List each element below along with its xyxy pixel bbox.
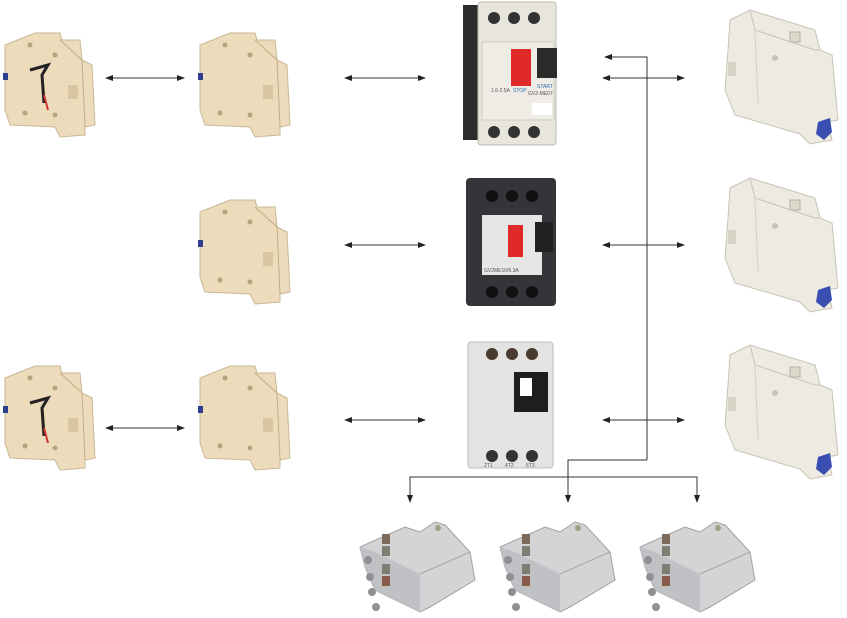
motor-breaker-1: STOP START 1.6-2.5A GV2-ME07 <box>463 1 557 146</box>
side-contact-left-top <box>3 33 95 137</box>
motor-breaker-3: 2T1 4T2 6T3 <box>467 341 554 469</box>
terminal-label: 4T2 <box>505 463 514 469</box>
side-contact-mid-bottom <box>197 365 291 471</box>
terminal-label: 2T1 <box>484 463 493 469</box>
side-contact-mid-middle <box>197 199 291 305</box>
side-contact-left-bottom <box>3 366 95 470</box>
stop-label: STOP <box>513 88 527 94</box>
front-contact-block-3 <box>639 521 756 613</box>
current-range-label: 1.6-2.5A <box>491 88 511 94</box>
connector-arrow <box>407 476 700 503</box>
start-label: START <box>537 84 553 90</box>
model-label: GV2ME10/6.3A <box>484 268 519 274</box>
connector-arrow <box>604 54 648 460</box>
connector-arrow <box>565 459 647 503</box>
side-contact-right-middle <box>724 177 839 313</box>
side-contact-mid-top <box>197 32 291 138</box>
side-contact-right-top <box>724 9 839 145</box>
motor-breaker-2: GV2ME10/6.3A <box>466 178 556 306</box>
front-contact-block-2 <box>499 521 616 613</box>
front-contact-block-1 <box>359 521 476 613</box>
model-label: GV2-ME07 <box>528 91 553 97</box>
side-contact-right-bottom <box>724 344 839 480</box>
terminal-label: 6T3 <box>526 463 535 469</box>
